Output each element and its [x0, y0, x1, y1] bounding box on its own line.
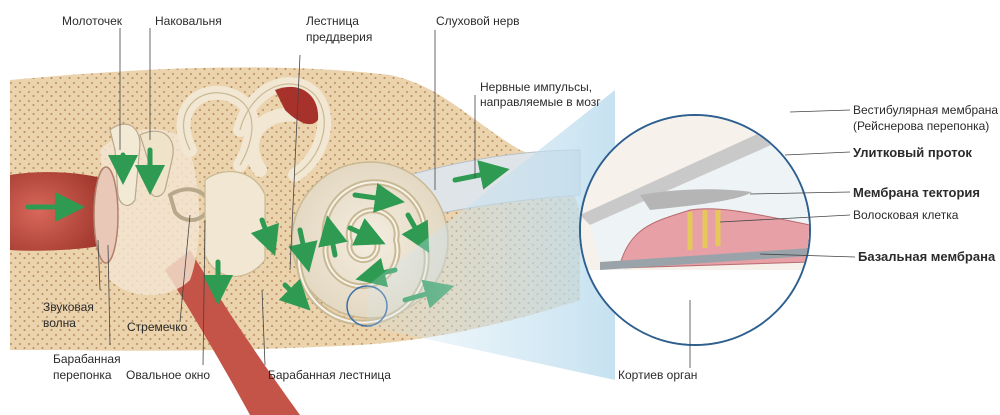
magnify-beam	[367, 90, 615, 380]
scala-vestibuli-label-1: Лестница	[306, 14, 359, 28]
scala-vestibuli-label-2: преддверия	[306, 30, 373, 44]
vestibular-membrane-label-1: Вестибулярная мембрана	[853, 103, 999, 117]
basilar-membrane-label: Базальная мембрана	[858, 249, 996, 264]
tectorial-shape	[640, 189, 752, 210]
stirrup-label: Стремечко	[127, 320, 188, 334]
hammer-label: Молоточек	[62, 14, 123, 28]
eardrum-shape	[93, 166, 119, 264]
vestibular-membrane-shape	[581, 116, 809, 225]
vestibule	[204, 171, 266, 277]
tectorial-membrane-label: Мембрана тектория	[853, 185, 980, 200]
vestibule-red	[275, 86, 319, 125]
scala-tympani-label: Барабанная лестница	[268, 368, 391, 382]
sound-wave-label-1: Звуковая	[43, 300, 94, 314]
cochlear-duct-label: Улитковый проток	[853, 145, 972, 160]
blank-patch	[815, 288, 935, 302]
anvil-label: Наковальня	[155, 14, 222, 28]
nerve-impulses-label-2: направляемые в мозг	[480, 95, 601, 109]
eardrum-label-2: перепонка	[53, 368, 112, 382]
hair-cell-label: Волосковая клетка	[853, 208, 959, 222]
ear-canal	[10, 172, 105, 251]
basilar-membrane-shape	[600, 248, 809, 270]
sound-wave-label-2: волна	[43, 316, 76, 330]
eardrum-label-1: Барабанная	[53, 352, 121, 366]
oval-window-label: Овальное окно	[126, 368, 211, 382]
magnified-view	[579, 114, 811, 346]
vestibular-membrane-label-2: (Рейснерова перепонка)	[853, 119, 990, 133]
eustachian-tube	[165, 250, 300, 415]
organ-of-corti-label: Кортиев орган	[618, 368, 698, 382]
nerve-impulses-label-1: Нервные импульсы,	[480, 80, 593, 94]
hair-cells	[687, 210, 721, 250]
leader-lines	[97, 28, 856, 368]
auditory-nerve-label: Слуховой нерв	[436, 14, 520, 28]
